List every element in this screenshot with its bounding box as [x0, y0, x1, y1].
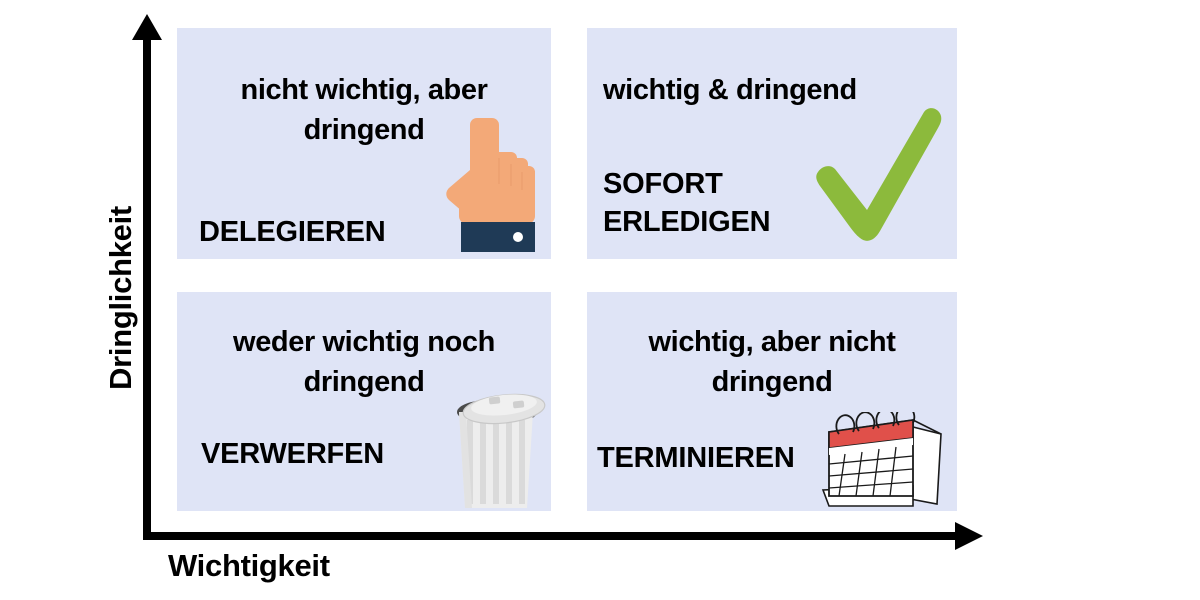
quadrant-sofort-erledigen-action-line1: SOFORT [603, 168, 723, 200]
quadrant-sofort-erledigen-action: SOFORT ERLEDIGEN [603, 166, 771, 241]
quadrant-verwerfen-title: weder wichtig noch dringend [233, 326, 495, 399]
quadrant-sofort-erledigen-title: wichtig & dringend [603, 74, 857, 106]
trash-can-icon [449, 390, 549, 511]
pointing-hand-icon [445, 114, 537, 259]
x-axis-arrow-icon [955, 522, 983, 550]
x-axis-label: Wichtigkeit [168, 548, 330, 583]
x-axis-line [143, 532, 961, 540]
quadrant-verwerfen: weder wichtig noch dringend [177, 292, 551, 511]
quadrant-sofort-erledigen: wichtig & dringend SOFORT ERLEDIGEN [587, 28, 957, 259]
desk-calendar-icon [817, 412, 949, 511]
y-axis-label: Dringlichkeit [103, 206, 138, 390]
quadrant-delegieren: nicht wichtig, aber dringend [177, 28, 551, 259]
y-axis-arrow-icon [132, 14, 162, 40]
quadrant-terminieren-title: wichtig, aber nicht dringend [648, 326, 896, 399]
quadrant-delegieren-title: nicht wichtig, aber dringend [240, 74, 488, 147]
quadrant-terminieren: wichtig, aber nicht dringend [587, 292, 957, 511]
quadrant-sofort-erledigen-action-line2: ERLEDIGEN [603, 205, 771, 238]
quadrant-delegieren-action: DELEGIEREN [199, 216, 386, 248]
quadrant-terminieren-action: TERMINIEREN [597, 442, 795, 474]
y-axis-line [143, 38, 151, 540]
quadrant-verwerfen-action: VERWERFEN [201, 438, 384, 470]
checkmark-icon [812, 106, 947, 256]
